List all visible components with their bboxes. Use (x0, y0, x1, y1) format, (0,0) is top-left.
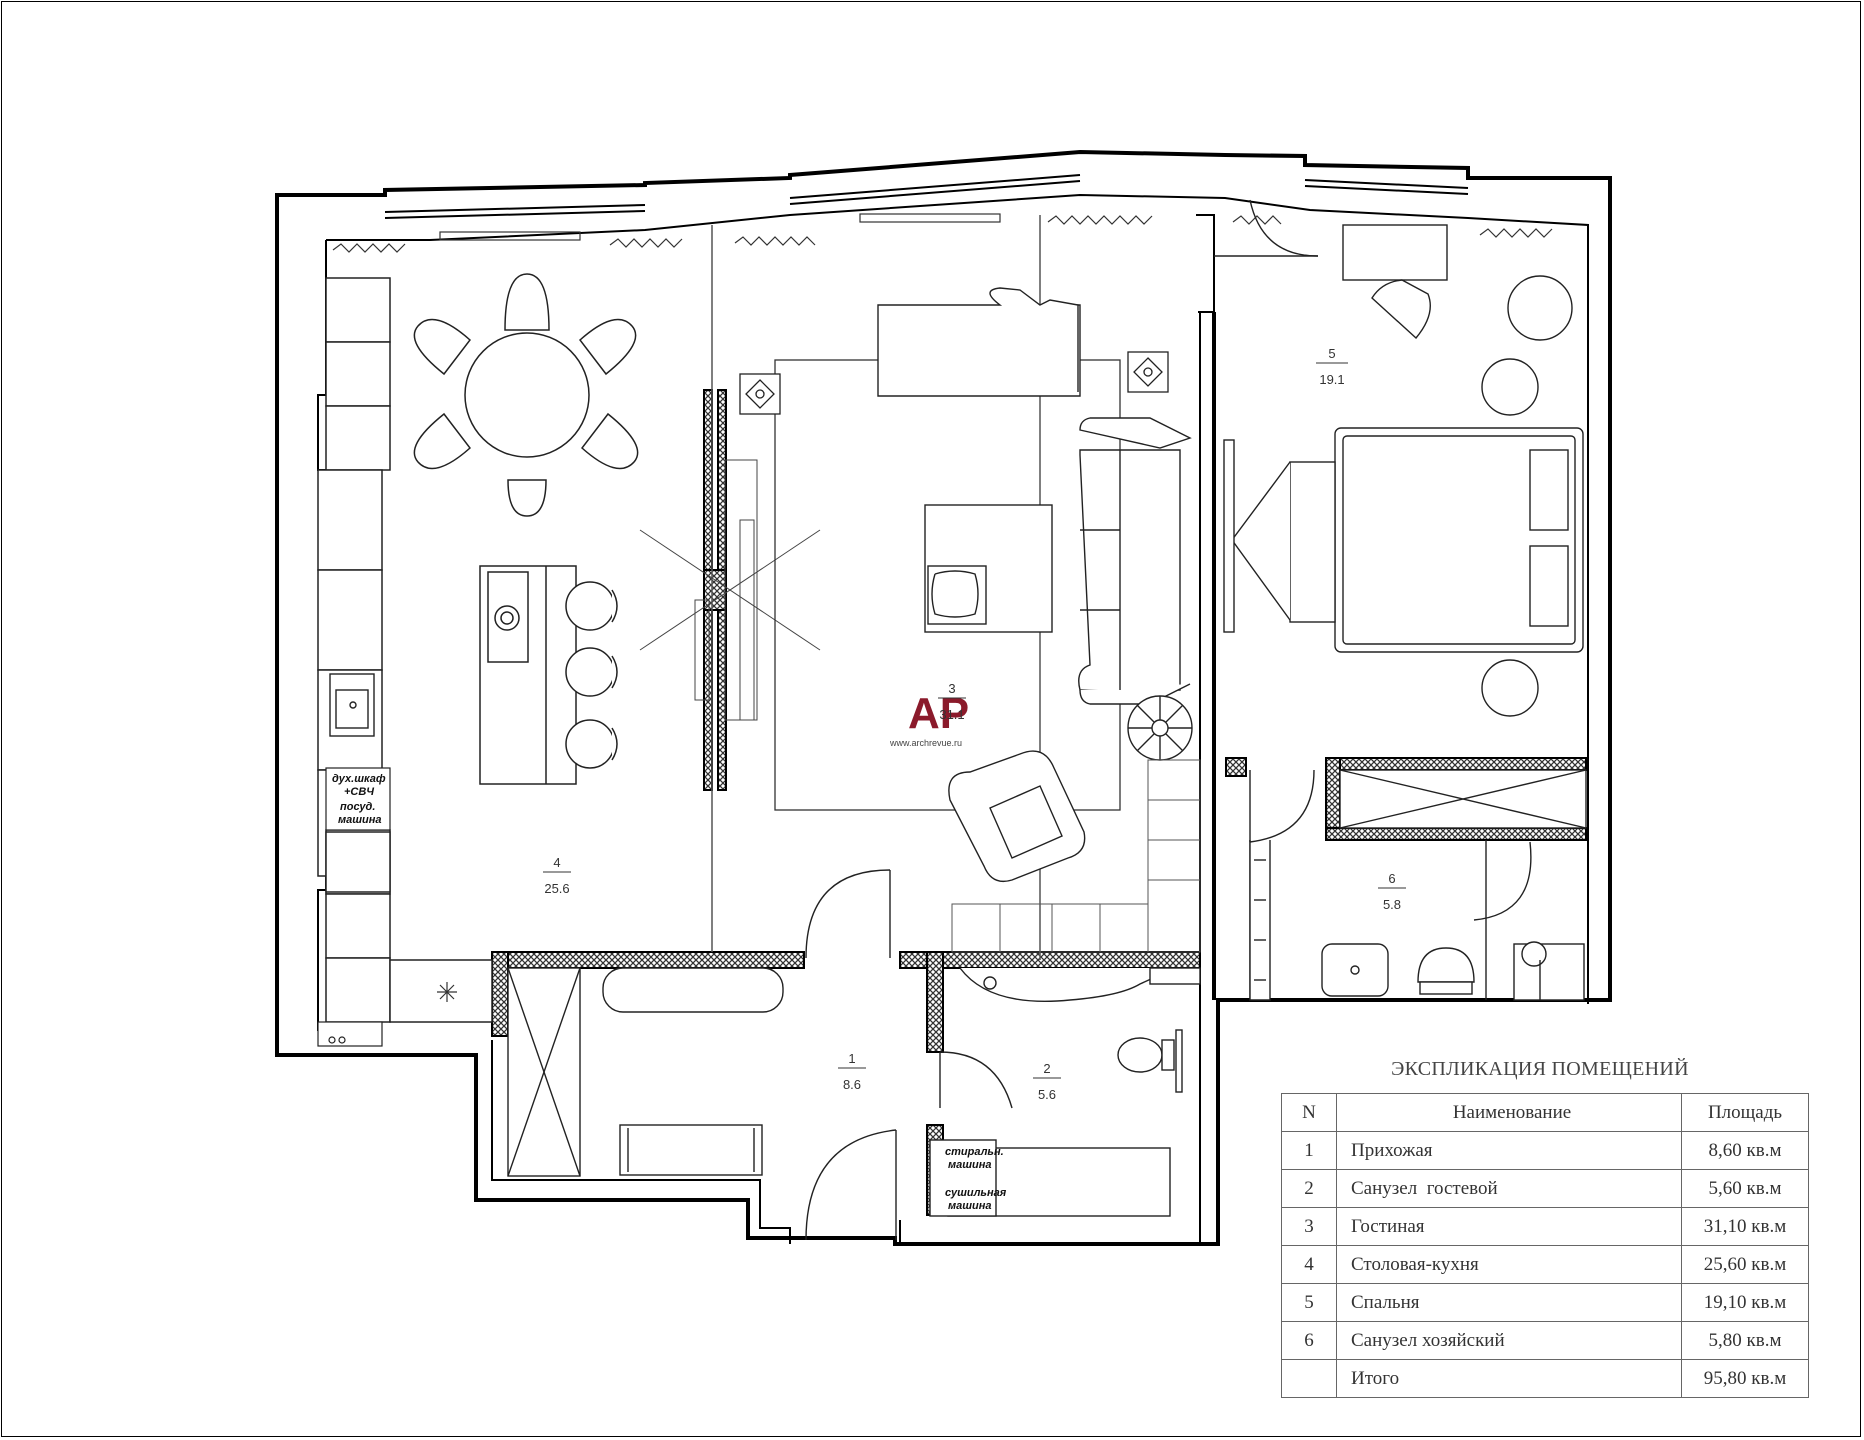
sofa-right (1078, 417, 1192, 705)
dining-table (413, 273, 639, 517)
svg-text:8.6: 8.6 (843, 1077, 861, 1092)
row-n: 6 (1281, 1321, 1337, 1360)
armchair (948, 750, 1086, 883)
dryer-label-2: машина (948, 1200, 992, 1212)
hall-wardrobe (507, 967, 784, 1177)
row-area: 5,80 кв.м (1681, 1321, 1809, 1360)
room-tag-4: 4 25.6 (543, 855, 571, 896)
radiators (332, 213, 1553, 253)
table-total-row: Итого 95,80 кв.м (1281, 1359, 1809, 1398)
table-row: 1 Прихожая 8,60 кв.м (1281, 1131, 1809, 1170)
row-name: Санузел гостевой (1336, 1169, 1682, 1208)
sofa-top (877, 287, 1081, 397)
row-n: 1 (1281, 1131, 1337, 1170)
row-name: Столовая-кухня (1336, 1245, 1682, 1284)
room-tag-1: 1 8.6 (838, 1051, 866, 1092)
logo-letters: AP (908, 689, 969, 738)
stove-icon (437, 982, 457, 1002)
svg-text:5.6: 5.6 (1038, 1087, 1056, 1102)
kitchen-appliance-labels: дух.шкаф +СВЧ посуд. машина (325, 767, 391, 831)
master-bath-fixtures (1249, 769, 1587, 1001)
dryer-label: сушильная (945, 1187, 1007, 1199)
total-n (1281, 1359, 1337, 1398)
table-row: 4 Столовая-кухня 25,60 кв.м (1281, 1245, 1809, 1284)
outer-walls (275, 149, 1612, 1246)
windows (384, 174, 1469, 219)
room-tag-5: 5 19.1 (1316, 346, 1348, 387)
washer-label-2: машина (948, 1159, 992, 1171)
table-row: 2 Санузел гостевой 5,60 кв.м (1281, 1169, 1809, 1208)
header-name: Наименование (1336, 1093, 1682, 1132)
explication-table: N Наименование Площадь 1 Прихожая 8,60 к… (1281, 1093, 1809, 1398)
table-header-row: N Наименование Площадь (1281, 1093, 1809, 1132)
svg-text:25.6: 25.6 (544, 881, 569, 896)
laundry-labels: стиральн. машина сушильная машина (945, 1146, 1007, 1212)
row-name: Санузел хозяйский (1336, 1321, 1682, 1360)
svg-text:2: 2 (1043, 1061, 1050, 1076)
svg-text:6: 6 (1388, 871, 1395, 886)
logo-site: www.archrevue.ru (889, 738, 962, 748)
table-row: 3 Гостиная 31,10 кв.м (1281, 1207, 1809, 1246)
header-n: N (1281, 1093, 1337, 1132)
svg-text:19.1: 19.1 (1319, 372, 1344, 387)
svg-text:4: 4 (553, 855, 560, 870)
row-name: Спальня (1336, 1283, 1682, 1322)
floor-fan-icon (1127, 695, 1193, 761)
watermark-logo: AP www.archrevue.ru (889, 689, 969, 748)
row-name: Прихожая (1336, 1131, 1682, 1170)
header-area: Площадь (1681, 1093, 1809, 1132)
row-area: 31,10 кв.м (1681, 1207, 1809, 1246)
row-n: 3 (1281, 1207, 1337, 1246)
row-n: 4 (1281, 1245, 1337, 1284)
washer-label: стиральн. (945, 1146, 1004, 1158)
room-tag-3: 3 31.1 (938, 681, 966, 722)
side-tables (739, 351, 1169, 415)
staircase (951, 759, 1201, 953)
svg-text:5: 5 (1328, 346, 1335, 361)
svg-text:3: 3 (948, 681, 955, 696)
bottom-kitchen-unit (317, 1021, 383, 1047)
row-area: 25,60 кв.м (1681, 1245, 1809, 1284)
bedroom-furniture (1223, 224, 1584, 717)
doors (805, 199, 1532, 1241)
svg-text:31.1: 31.1 (939, 707, 964, 722)
table-row: 6 Санузел хозяйский 5,80 кв.м (1281, 1321, 1809, 1360)
partition-cross (639, 459, 821, 721)
room-tag-6: 6 5.8 (1378, 871, 1406, 912)
row-n: 5 (1281, 1283, 1337, 1322)
kitchen-sink (329, 673, 375, 737)
oven-label: дух.шкаф (332, 773, 386, 785)
kitchen-island (479, 565, 618, 785)
total-area: 95,80 кв.м (1681, 1359, 1809, 1398)
oven-label-2: +СВЧ (344, 786, 374, 798)
row-area: 8,60 кв.м (1681, 1131, 1809, 1170)
total-name: Итого (1336, 1359, 1682, 1398)
room-tag-2: 2 5.6 (1033, 1061, 1061, 1102)
dining-chair (413, 273, 639, 517)
dishwasher-label-2: машина (338, 814, 382, 826)
table-row: 5 Спальня 19,10 кв.м (1281, 1283, 1809, 1322)
guest-bath-fixtures (929, 967, 1201, 1217)
row-name: Гостиная (1336, 1207, 1682, 1246)
svg-text:5.8: 5.8 (1383, 897, 1401, 912)
explication-title: ЭКСПЛИКАЦИЯ ПОМЕЩЕНИЙ (1391, 1058, 1689, 1080)
svg-text:1: 1 (848, 1051, 855, 1066)
dishwasher-label: посуд. (340, 801, 375, 813)
row-n: 2 (1281, 1169, 1337, 1208)
row-area: 5,60 кв.м (1681, 1169, 1809, 1208)
row-area: 19,10 кв.м (1681, 1283, 1809, 1322)
coffee-table (924, 504, 1053, 633)
